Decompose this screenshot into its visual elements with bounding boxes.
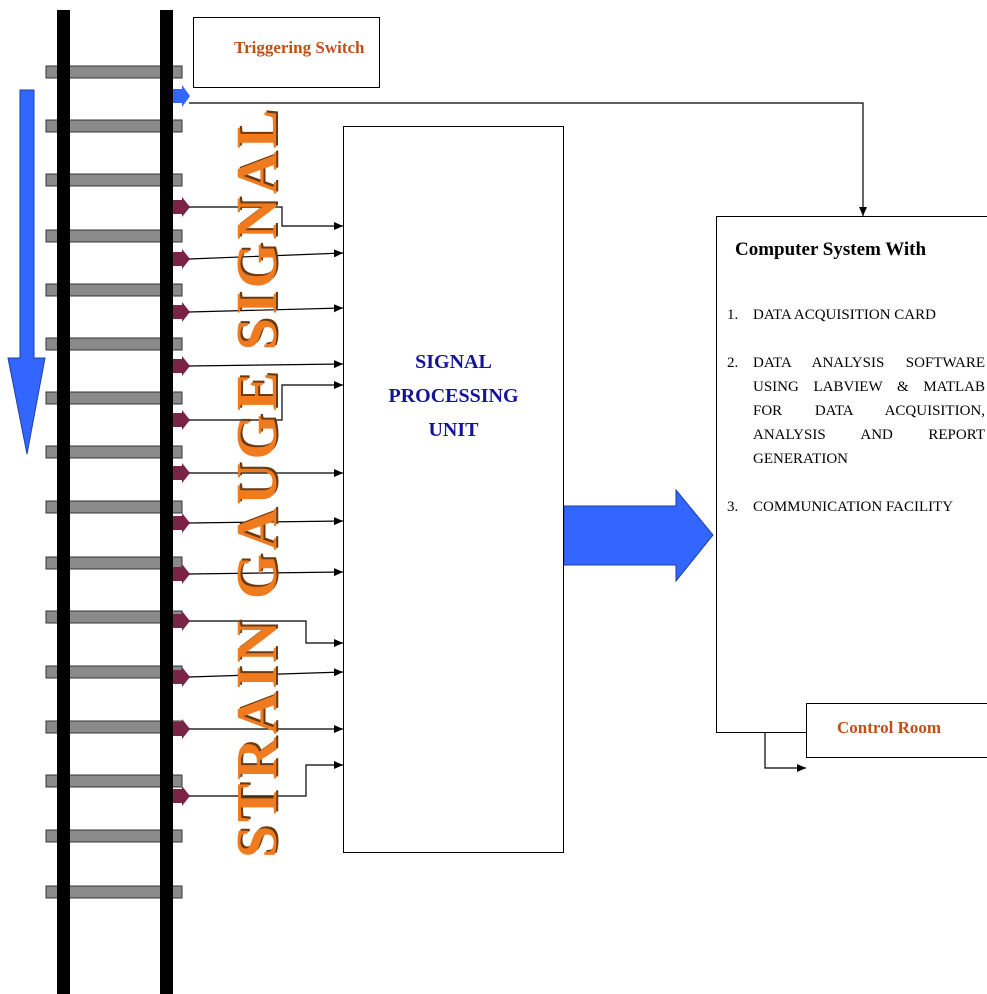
data-flow-arrow [564,490,713,581]
spu-label-line-3: UNIT [344,413,563,447]
list-item-text: DATA ACQUISITION CARD [753,303,985,327]
direction-arrow [8,90,45,454]
sensor-marker [173,611,190,631]
list-item-number: 3. [727,495,753,519]
list-item: 3. COMMUNICATION FACILITY [727,495,985,519]
list-item: 1. DATA ACQUISITION CARD [727,303,985,327]
sensor-marker [173,786,190,806]
control-room-label: Control Room [837,718,941,738]
sensor-marker [173,197,190,217]
right-rail [160,10,173,994]
computer-system-list: 1. DATA ACQUISITION CARD 2. DATA ANALYSI… [727,303,985,543]
computer-system-title: Computer System With [735,239,926,261]
sensor-marker [173,410,190,430]
list-item-text: COMMUNICATION FACILITY [753,495,985,519]
sensor-marker [173,249,190,269]
signal-processing-unit: SIGNAL PROCESSING UNIT [343,126,564,853]
sensor-marker [173,356,190,376]
trigger-marker [173,85,190,107]
list-item-text: DATA ANALYSIS SOFTWARE USING LABVIEW & M… [753,351,985,471]
spu-label-line-2: PROCESSING [344,379,563,413]
sensor-marker [173,667,190,687]
sensor-marker [173,564,190,584]
sensor-marker [173,719,190,739]
left-rail [57,10,70,994]
sensor-marker [173,513,190,533]
control-room-link [765,733,806,768]
triggering-switch-box: Triggering Switch [193,17,380,88]
spu-label-line-1: SIGNAL [344,345,563,379]
list-item: 2. DATA ANALYSIS SOFTWARE USING LABVIEW … [727,351,985,471]
triggering-switch-label: Triggering Switch [234,38,364,58]
spu-label: SIGNAL PROCESSING UNIT [344,345,563,447]
sensor-marker [173,302,190,322]
sensor-marker [173,463,190,483]
strain-gauge-signal-label: STRAIN GAUGE SIGNAL [223,106,290,858]
list-item-number: 1. [727,303,753,327]
computer-system-box: Computer System With 1. DATA ACQUISITION… [716,216,987,733]
control-room-box: Control Room [806,703,987,758]
list-item-number: 2. [727,351,753,471]
